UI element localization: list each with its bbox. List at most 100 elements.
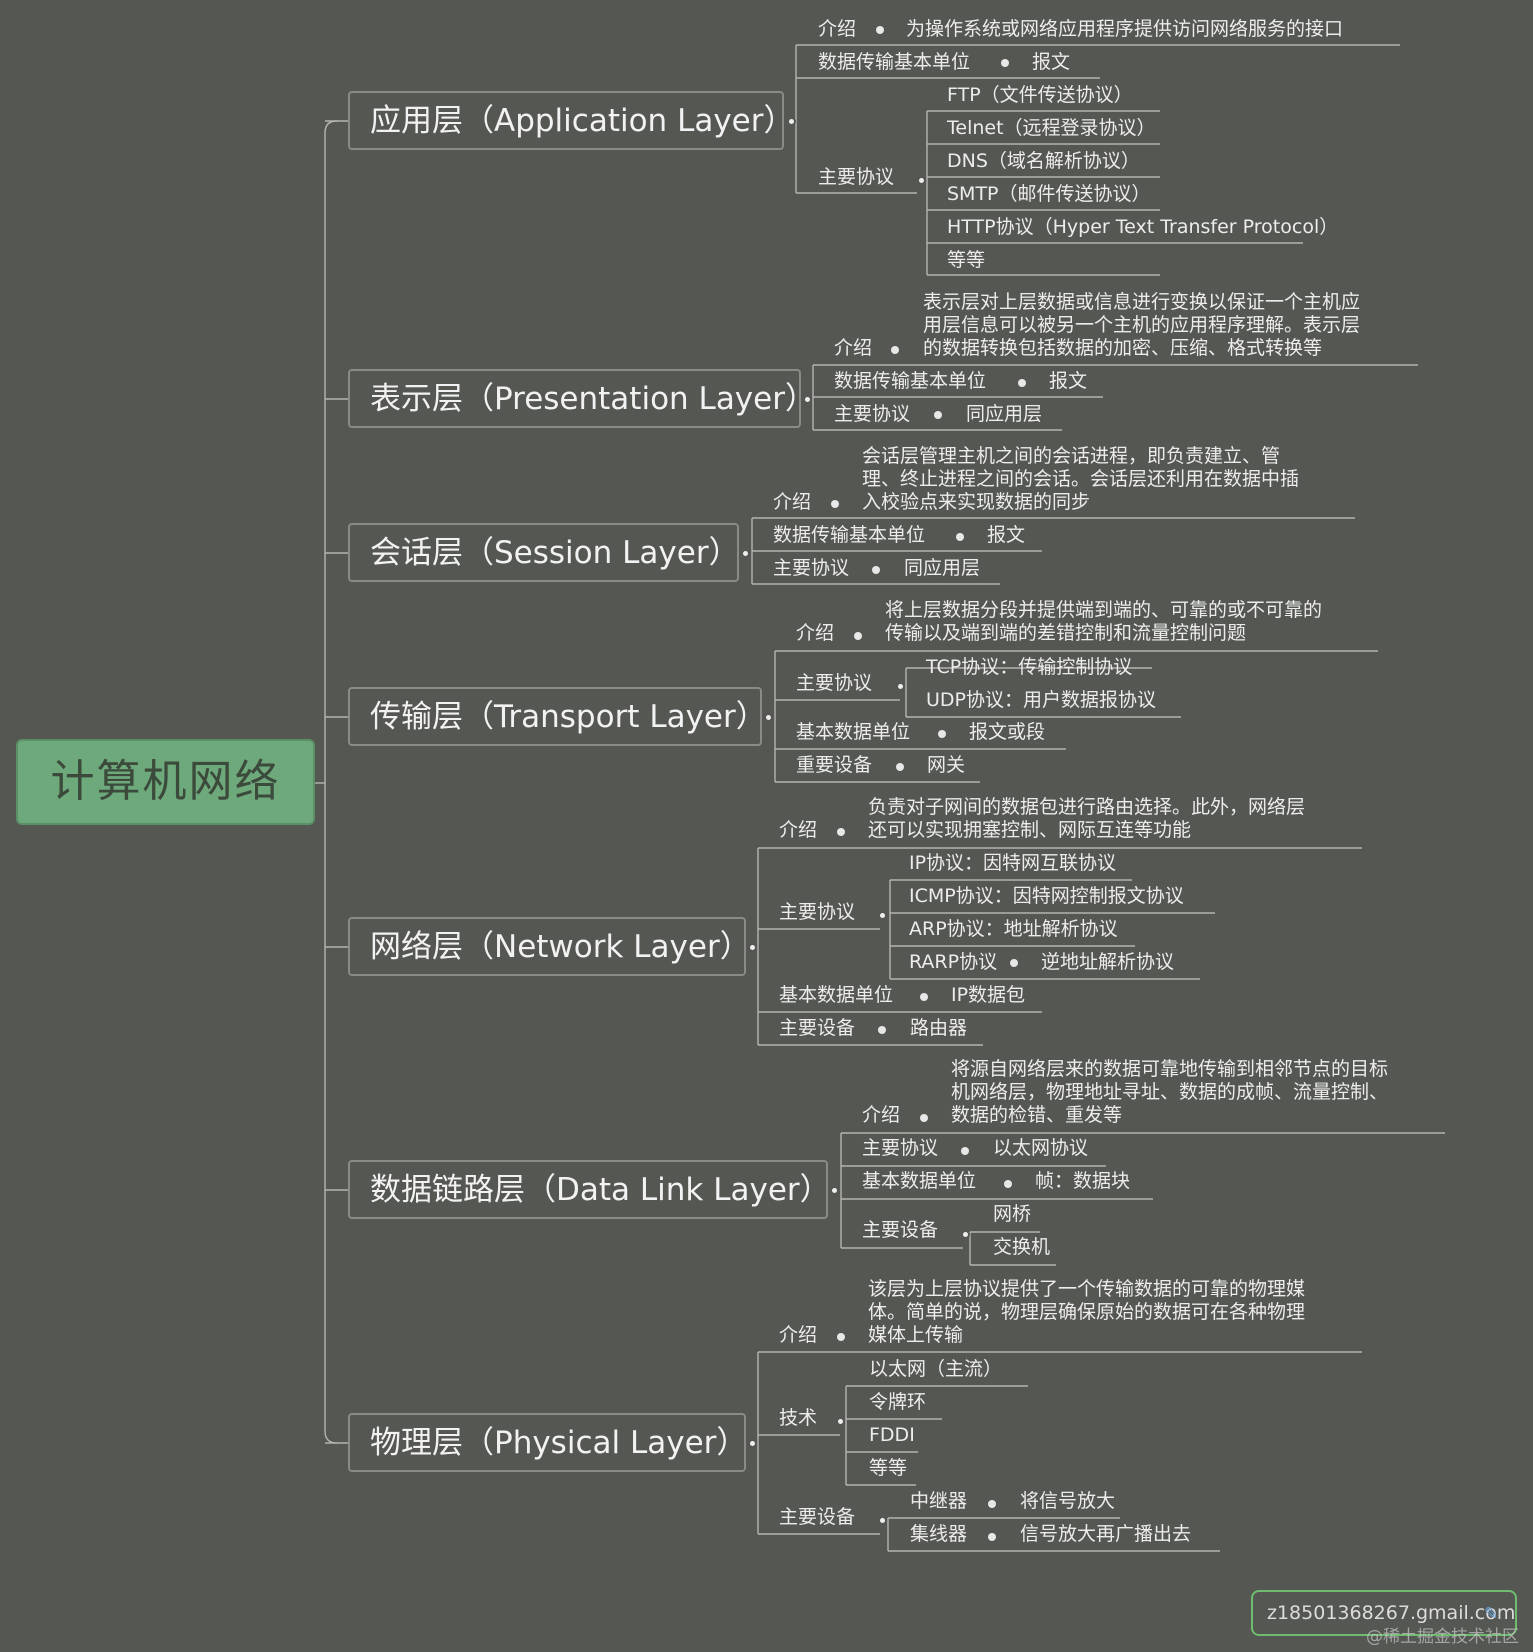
protocol-item[interactable]: HTTP协议（Hyper Text Transfer Protocol） xyxy=(947,216,1339,238)
layer-node-network[interactable]: 网络层（Network Layer） xyxy=(348,917,751,976)
unit-value[interactable]: 报文 xyxy=(987,524,1026,546)
root-node[interactable]: 计算机网络 xyxy=(16,739,315,825)
intro-label[interactable]: 介绍 xyxy=(773,491,812,513)
device-label[interactable]: 主要设备 xyxy=(779,1017,856,1039)
collapse-toggle[interactable] xyxy=(802,394,812,404)
layer-node-session[interactable]: 会话层（Session Layer） xyxy=(348,523,740,582)
protocol-item[interactable]: RARP协议 xyxy=(909,951,998,973)
protocol-item[interactable]: DNS（域名解析协议） xyxy=(947,150,1140,172)
protocols-value[interactable]: 以太网协议 xyxy=(993,1137,1089,1159)
layer-node-transport[interactable]: 传输层（Transport Layer） xyxy=(348,687,767,746)
bullet-dot xyxy=(1010,959,1018,967)
protocols-label[interactable]: 主要协议 xyxy=(796,672,873,694)
unit-label[interactable]: 数据传输基本单位 xyxy=(773,524,926,546)
unit-value[interactable]: 报文 xyxy=(1049,370,1088,392)
intro-text[interactable]: 为操作系统或网络应用程序提供访问网络服务的接口 xyxy=(906,18,1344,40)
bullet-dot xyxy=(831,500,839,508)
intro-label[interactable]: 介绍 xyxy=(834,337,873,359)
protocol-item[interactable]: FTP（文件传送协议） xyxy=(947,84,1133,106)
device-name[interactable]: 中继器 xyxy=(910,1490,968,1512)
collapse-toggle[interactable] xyxy=(829,1185,839,1195)
collapse-toggle[interactable] xyxy=(740,548,750,558)
device-desc[interactable]: 信号放大再广播出去 xyxy=(1020,1523,1192,1545)
intro-text[interactable]: 将上层数据分段并提供端到端的、可靠的或不可靠的 传输以及端到端的差错控制和流量控… xyxy=(885,599,1323,644)
unit-value[interactable]: 报文 xyxy=(1032,51,1071,73)
device-label[interactable]: 重要设备 xyxy=(796,754,873,776)
protocol-item[interactable]: ICMP协议：因特网控制报文协议 xyxy=(909,885,1184,907)
protocols-label[interactable]: 主要协议 xyxy=(779,901,856,923)
unit-label[interactable]: 数据传输基本单位 xyxy=(834,370,987,392)
intro-text[interactable]: 负责对子网间的数据包进行路由选择。此外，网络层 还可以实现拥塞控制、网际互连等功… xyxy=(868,796,1306,841)
bullet-dot xyxy=(876,26,884,34)
tech-item[interactable]: 令牌环 xyxy=(869,1391,927,1413)
device-item[interactable]: 网桥 xyxy=(993,1203,1032,1225)
protocols-label[interactable]: 主要协议 xyxy=(862,1137,939,1159)
bullet-dot xyxy=(891,346,899,354)
device-desc[interactable]: 将信号放大 xyxy=(1020,1490,1116,1512)
protocol-item[interactable]: ARP协议：地址解析协议 xyxy=(909,918,1118,940)
device-name[interactable]: 集线器 xyxy=(910,1523,968,1545)
protocol-item[interactable]: UDP协议：用户数据报协议 xyxy=(926,689,1156,711)
protocol-item[interactable]: TCP协议：传输控制协议 xyxy=(926,656,1133,678)
bullet-dot xyxy=(920,1114,928,1122)
intro-text[interactable]: 该层为上层协议提供了一个传输数据的可靠的物理媒 体。简单的说，物理层确保原始的数… xyxy=(868,1278,1306,1346)
collapse-toggle[interactable] xyxy=(960,1229,970,1239)
device-label[interactable]: 主要设备 xyxy=(862,1219,939,1241)
collapse-toggle[interactable] xyxy=(877,910,887,920)
collapse-toggle[interactable] xyxy=(747,942,757,952)
collapse-toggle[interactable] xyxy=(786,116,796,126)
protocol-item[interactable]: IP协议：因特网互联协议 xyxy=(909,852,1117,874)
protocols-value[interactable]: 同应用层 xyxy=(904,557,981,579)
device-item[interactable]: 交换机 xyxy=(993,1236,1051,1258)
protocols-value[interactable]: 同应用层 xyxy=(966,403,1043,425)
layer-node-physical[interactable]: 物理层（Physical Layer） xyxy=(348,1413,747,1472)
tech-item[interactable]: 等等 xyxy=(869,1457,908,1479)
collapse-toggle[interactable] xyxy=(877,1515,887,1525)
collapse-toggle[interactable] xyxy=(747,1438,757,1448)
bullet-dot xyxy=(988,1533,996,1541)
device-label[interactable]: 主要设备 xyxy=(779,1506,856,1528)
protocol-item[interactable]: 等等 xyxy=(947,249,986,271)
protocol-item[interactable]: SMTP（邮件传送协议） xyxy=(947,183,1151,205)
unit-label[interactable]: 基本数据单位 xyxy=(779,984,894,1006)
bullet-dot xyxy=(1001,59,1009,67)
intro-label[interactable]: 介绍 xyxy=(818,18,857,40)
bullet-dot xyxy=(878,1026,886,1034)
device-value[interactable]: 路由器 xyxy=(910,1017,968,1039)
bullet-dot xyxy=(956,533,964,541)
layer-node-data-link[interactable]: 数据链路层（Data Link Layer） xyxy=(348,1160,831,1219)
bullet-dot xyxy=(938,730,946,738)
intro-text[interactable]: 表示层对上层数据或信息进行变换以保证一个主机应 用层信息可以被另一个主机的应用程… xyxy=(923,291,1361,359)
collapse-toggle[interactable] xyxy=(763,712,773,722)
layer-node-presentation[interactable]: 表示层（Presentation Layer） xyxy=(348,369,816,428)
layer-node-application[interactable]: 应用层（Application Layer） xyxy=(348,91,795,150)
protocols-label[interactable]: 主要协议 xyxy=(818,166,895,188)
rarp-value[interactable]: 逆地址解析协议 xyxy=(1041,951,1175,973)
intro-label[interactable]: 介绍 xyxy=(862,1104,901,1126)
bullet-dot xyxy=(988,1500,996,1508)
unit-label[interactable]: 数据传输基本单位 xyxy=(818,51,971,73)
tech-item[interactable]: FDDI xyxy=(869,1424,915,1446)
tech-label[interactable]: 技术 xyxy=(779,1407,818,1429)
unit-value[interactable]: IP数据包 xyxy=(951,984,1026,1006)
intro-label[interactable]: 介绍 xyxy=(779,1324,818,1346)
unit-value[interactable]: 报文或段 xyxy=(969,721,1046,743)
intro-label[interactable]: 介绍 xyxy=(779,819,818,841)
device-value[interactable]: 网关 xyxy=(927,754,966,776)
protocols-label[interactable]: 主要协议 xyxy=(834,403,911,425)
unit-value[interactable]: 帧：数据块 xyxy=(1035,1170,1131,1192)
protocol-item[interactable]: Telnet（远程登录协议） xyxy=(947,117,1156,139)
intro-text[interactable]: 会话层管理主机之间的会话进程，即负责建立、管 理、终止进程之间的会话。会话层还利… xyxy=(862,445,1300,513)
unit-label[interactable]: 基本数据单位 xyxy=(862,1170,977,1192)
intro-text[interactable]: 将源自网络层来的数据可靠地传输到相邻节点的目标 机网络层，物理地址寻址、数据的成… xyxy=(951,1058,1389,1126)
collapse-toggle[interactable] xyxy=(916,175,926,185)
tech-item[interactable]: 以太网（主流） xyxy=(869,1358,1003,1380)
intro-label[interactable]: 介绍 xyxy=(796,622,835,644)
connector-line xyxy=(324,120,338,1444)
protocols-label[interactable]: 主要协议 xyxy=(773,557,850,579)
collapse-toggle[interactable] xyxy=(895,681,905,691)
collapse-toggle[interactable] xyxy=(835,1416,845,1426)
bullet-dot xyxy=(1004,1180,1012,1188)
unit-label[interactable]: 基本数据单位 xyxy=(796,721,911,743)
